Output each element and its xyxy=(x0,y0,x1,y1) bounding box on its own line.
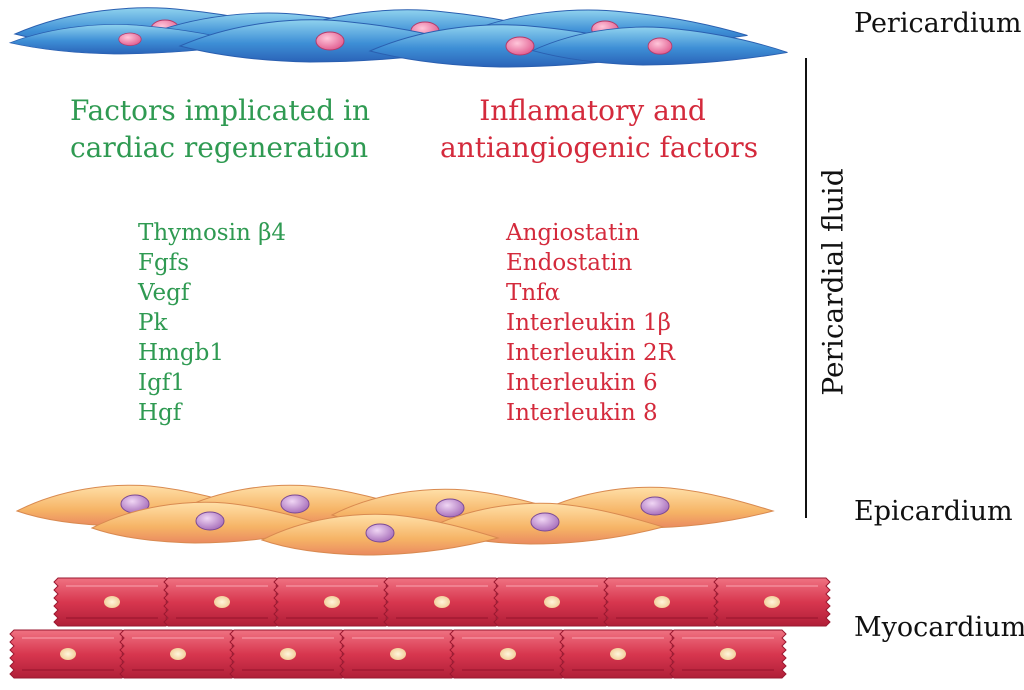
regeneration-factor-list: Thymosin β4 Fgfs Vegf Pk Hmgb1 Igf1 Hgf xyxy=(138,218,286,428)
inflammatory-factor-list: Angiostatin Endostatin Tnfα Interleukin … xyxy=(506,218,675,428)
pericardial-fluid-label: Pericardial fluid xyxy=(816,168,850,396)
inflammatory-factor: Interleukin 8 xyxy=(506,400,658,426)
inflammatory-factor: Angiostatin xyxy=(506,220,640,246)
epicardium-label: Epicardium xyxy=(854,496,1013,527)
myocardium-cell xyxy=(669,629,787,679)
myocardium-label: Myocardium xyxy=(854,612,1024,643)
inflammatory-factor: Tnfα xyxy=(506,280,561,306)
inflammatory-factor: Interleukin 1β xyxy=(506,310,671,336)
regeneration-factor: Pk xyxy=(138,310,168,336)
regeneration-factor: Fgfs xyxy=(138,250,189,276)
myocardium-cell xyxy=(163,577,281,627)
regeneration-factor: Hgf xyxy=(138,400,182,426)
regeneration-factor: Igf1 xyxy=(138,370,185,396)
inflammatory-heading: Inflamatory and antiangiogenic factors xyxy=(440,92,759,166)
regeneration-factor: Hmgb1 xyxy=(138,340,224,366)
regeneration-factor: Vegf xyxy=(138,280,190,306)
inflammatory-factor: Interleukin 6 xyxy=(506,370,658,396)
myocardium-cell xyxy=(493,577,611,627)
myocardium-cell xyxy=(9,629,127,679)
regeneration-factor: Thymosin β4 xyxy=(138,220,287,246)
regeneration-heading-line2: cardiac regeneration xyxy=(70,131,369,164)
myocardium-cell xyxy=(559,629,677,679)
epicardium-cells xyxy=(16,484,774,556)
inflammatory-heading-line1: Inflamatory and xyxy=(479,94,706,127)
myocardium-cell xyxy=(273,577,391,627)
myocardium-cell xyxy=(383,577,501,627)
myocardium-cell xyxy=(449,629,567,679)
regeneration-heading: Factors implicated in cardiac regenerati… xyxy=(70,92,371,166)
inflammatory-factor: Endostatin xyxy=(506,250,633,276)
inflammatory-heading-line2: antiangiogenic factors xyxy=(440,131,759,164)
myocardium-cell xyxy=(603,577,721,627)
regeneration-heading-line1: Factors implicated in xyxy=(70,94,371,127)
pericardium-cells xyxy=(9,7,788,68)
myocardium-cell xyxy=(119,629,237,679)
myocardium-cell xyxy=(339,629,457,679)
pericardial-fluid-bracket xyxy=(805,58,807,518)
myocardium-cell xyxy=(229,629,347,679)
myocardium-cell xyxy=(53,577,171,627)
pericardium-label: Pericardium xyxy=(854,8,1022,39)
inflammatory-factor: Interleukin 2R xyxy=(506,340,675,366)
myocardium-cell xyxy=(713,577,831,627)
myocardium-cells xyxy=(9,577,831,679)
